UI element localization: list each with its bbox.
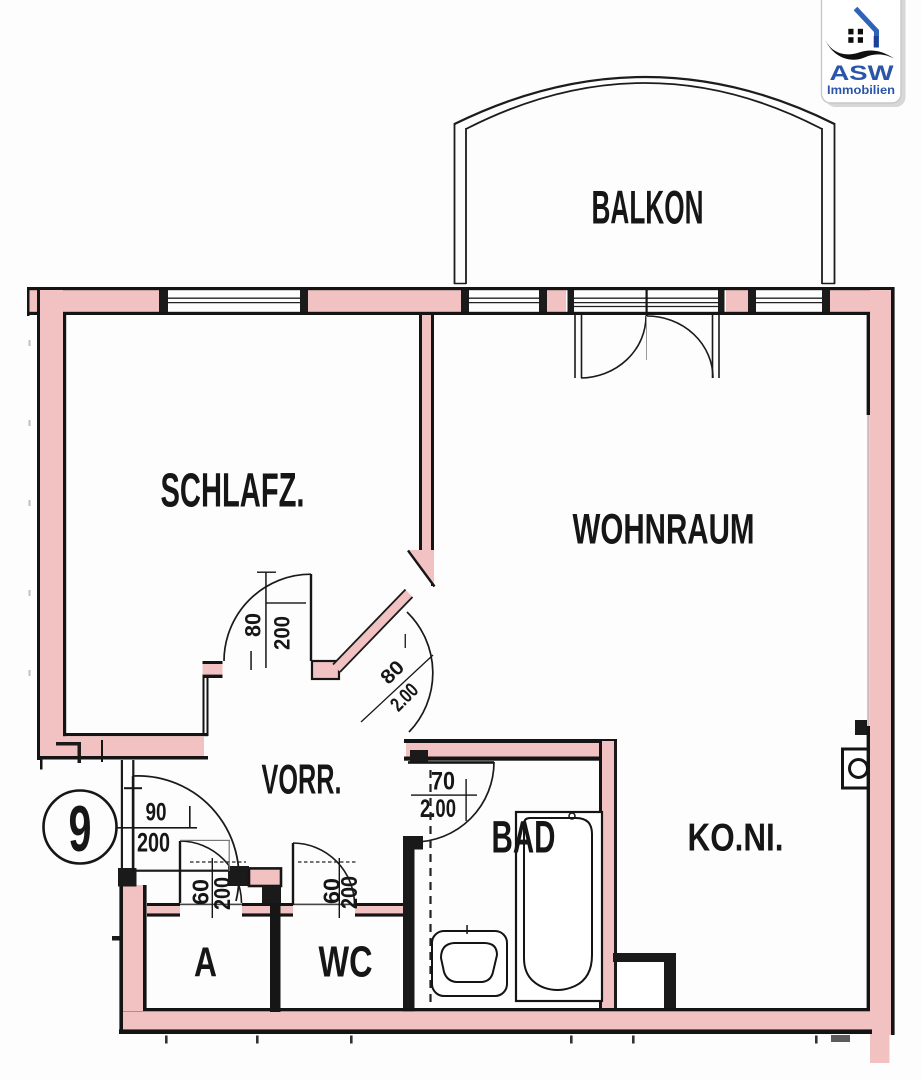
svg-text:200: 200 <box>137 828 170 858</box>
svg-text:KO.NI.: KO.NI. <box>688 817 784 860</box>
svg-text:WC: WC <box>319 938 373 987</box>
svg-text:BAD: BAD <box>492 812 556 863</box>
svg-text:90: 90 <box>146 799 167 827</box>
svg-text:60: 60 <box>319 878 345 904</box>
svg-text:60: 60 <box>188 879 214 905</box>
svg-text:9: 9 <box>69 792 92 865</box>
svg-text:VORR.: VORR. <box>262 756 342 803</box>
svg-text:ASW: ASW <box>830 61 895 85</box>
svg-text:200: 200 <box>209 877 235 910</box>
svg-text:80: 80 <box>241 613 266 637</box>
svg-text:SCHLAFZ.: SCHLAFZ. <box>161 465 305 518</box>
svg-text:Immobilien: Immobilien <box>827 84 895 97</box>
svg-text:2.00: 2.00 <box>420 795 456 823</box>
svg-text:200: 200 <box>270 616 295 650</box>
svg-text:70: 70 <box>431 768 455 796</box>
svg-text:A: A <box>194 939 217 986</box>
svg-text:BALKON: BALKON <box>592 181 704 234</box>
svg-text:WOHNRAUM: WOHNRAUM <box>573 506 755 554</box>
svg-text:200: 200 <box>336 876 362 909</box>
